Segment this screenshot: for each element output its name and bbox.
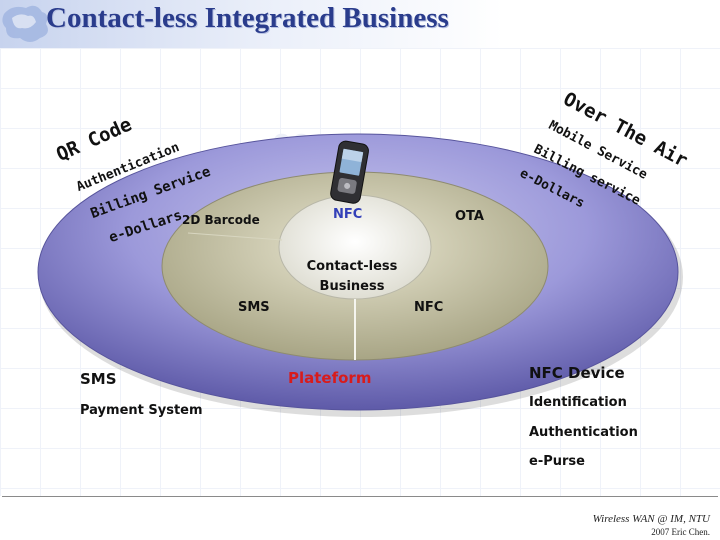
nfc-item-authentication: Authentication	[529, 425, 638, 440]
ring-label-ota: OTA	[455, 209, 484, 224]
nfc-item-e-purse: e-Purse	[529, 454, 585, 469]
bottom-label-payment-system: Payment System	[80, 403, 203, 418]
bottom-label-sms: SMS	[80, 370, 117, 388]
bottom-label-plateform: Plateform	[288, 369, 372, 387]
ring-label-nfc-outer: NFC	[414, 300, 444, 315]
ring-label-sms: SMS	[238, 300, 270, 315]
ring-label-2d-barcode: 2D Barcode	[182, 213, 260, 227]
slide-title: Contact-less Integrated Business	[46, 2, 449, 34]
phone-icon	[330, 140, 369, 204]
center-label-line2: Business	[319, 279, 385, 294]
footer-divider	[2, 496, 718, 497]
nfc-item-identification: Identification	[529, 395, 627, 410]
map-logo-icon	[2, 5, 48, 42]
footer-author: 2007 Eric Chen.	[651, 527, 710, 537]
inner-label-nfc: NFC	[333, 207, 363, 222]
center-label-line1: Contact-less	[306, 259, 398, 274]
divider-line-left	[187, 232, 283, 241]
footer-course: Wireless WAN @ IM, NTU	[592, 513, 710, 525]
bottom-label-nfc-device: NFC Device	[529, 364, 625, 382]
header-band: Contact-less Integrated Business	[0, 0, 720, 48]
